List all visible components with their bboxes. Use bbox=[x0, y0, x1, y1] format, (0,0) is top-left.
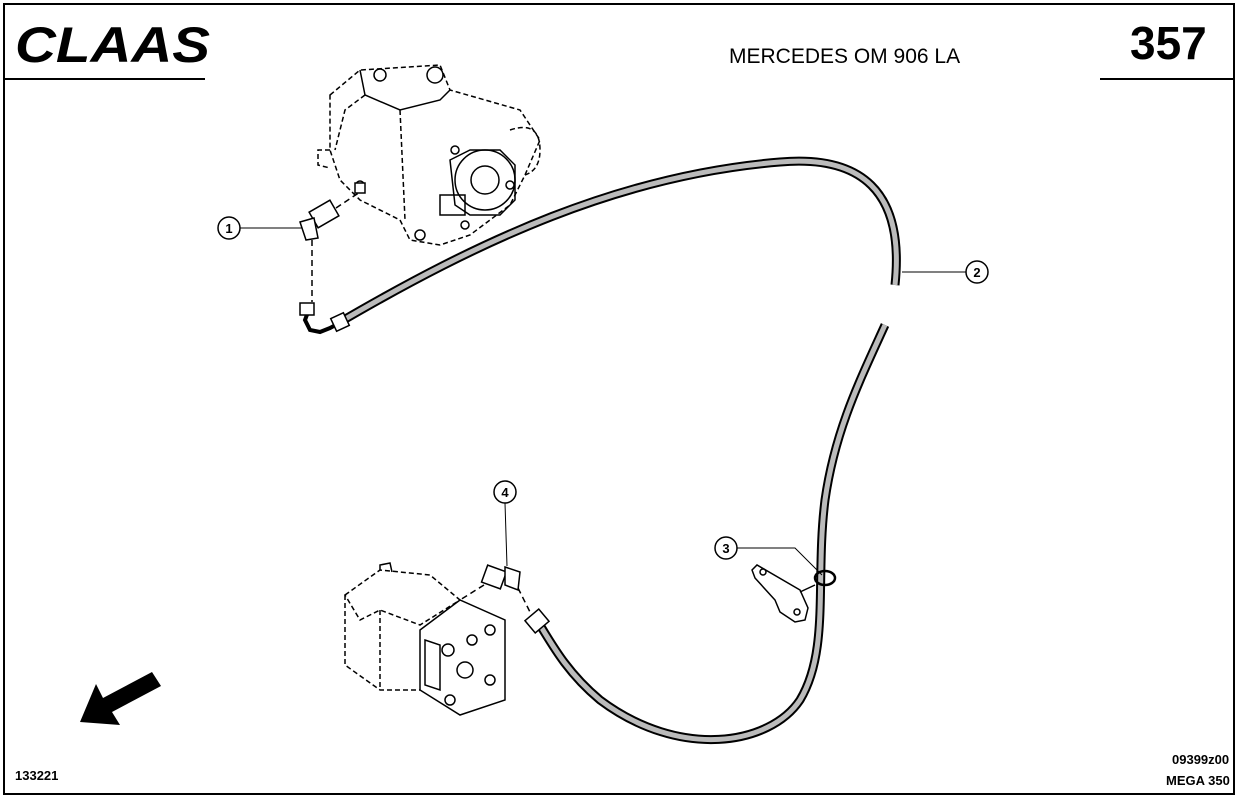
drawing-frame bbox=[3, 3, 1235, 795]
model-name: MEGA 350 bbox=[1166, 773, 1230, 788]
callout-1: 1 bbox=[217, 216, 302, 240]
callout-4-label: 4 bbox=[501, 485, 509, 500]
elbow-fitting-1-illustration bbox=[299, 182, 366, 302]
page-title: MERCEDES OM 906 LA bbox=[729, 45, 961, 68]
reference-number: 133221 bbox=[15, 768, 59, 783]
callout-1-label: 1 bbox=[225, 221, 232, 236]
svg-text:CLAAS: CLAAS bbox=[15, 20, 210, 68]
callout-2-label: 2 bbox=[973, 265, 980, 280]
arrow-down-left-icon bbox=[80, 672, 161, 725]
callout-4: 4 bbox=[493, 480, 517, 567]
pump-block-illustration bbox=[344, 562, 506, 716]
callout-3-label: 3 bbox=[722, 541, 729, 556]
header-rule-left bbox=[3, 78, 205, 80]
elbow-fitting-4-illustration bbox=[459, 564, 531, 613]
engine-block-illustration bbox=[317, 64, 541, 246]
page-number: 357 bbox=[1130, 17, 1207, 69]
hose-illustration bbox=[299, 156, 901, 744]
drawing-code: 09399z00 bbox=[1172, 752, 1230, 767]
claas-logo: CLAAS bbox=[15, 20, 210, 68]
hose-clamp-illustration bbox=[751, 564, 837, 623]
callout-3: 3 bbox=[714, 536, 823, 576]
callout-2: 2 bbox=[902, 260, 989, 284]
header-rule-right bbox=[1100, 78, 1235, 80]
